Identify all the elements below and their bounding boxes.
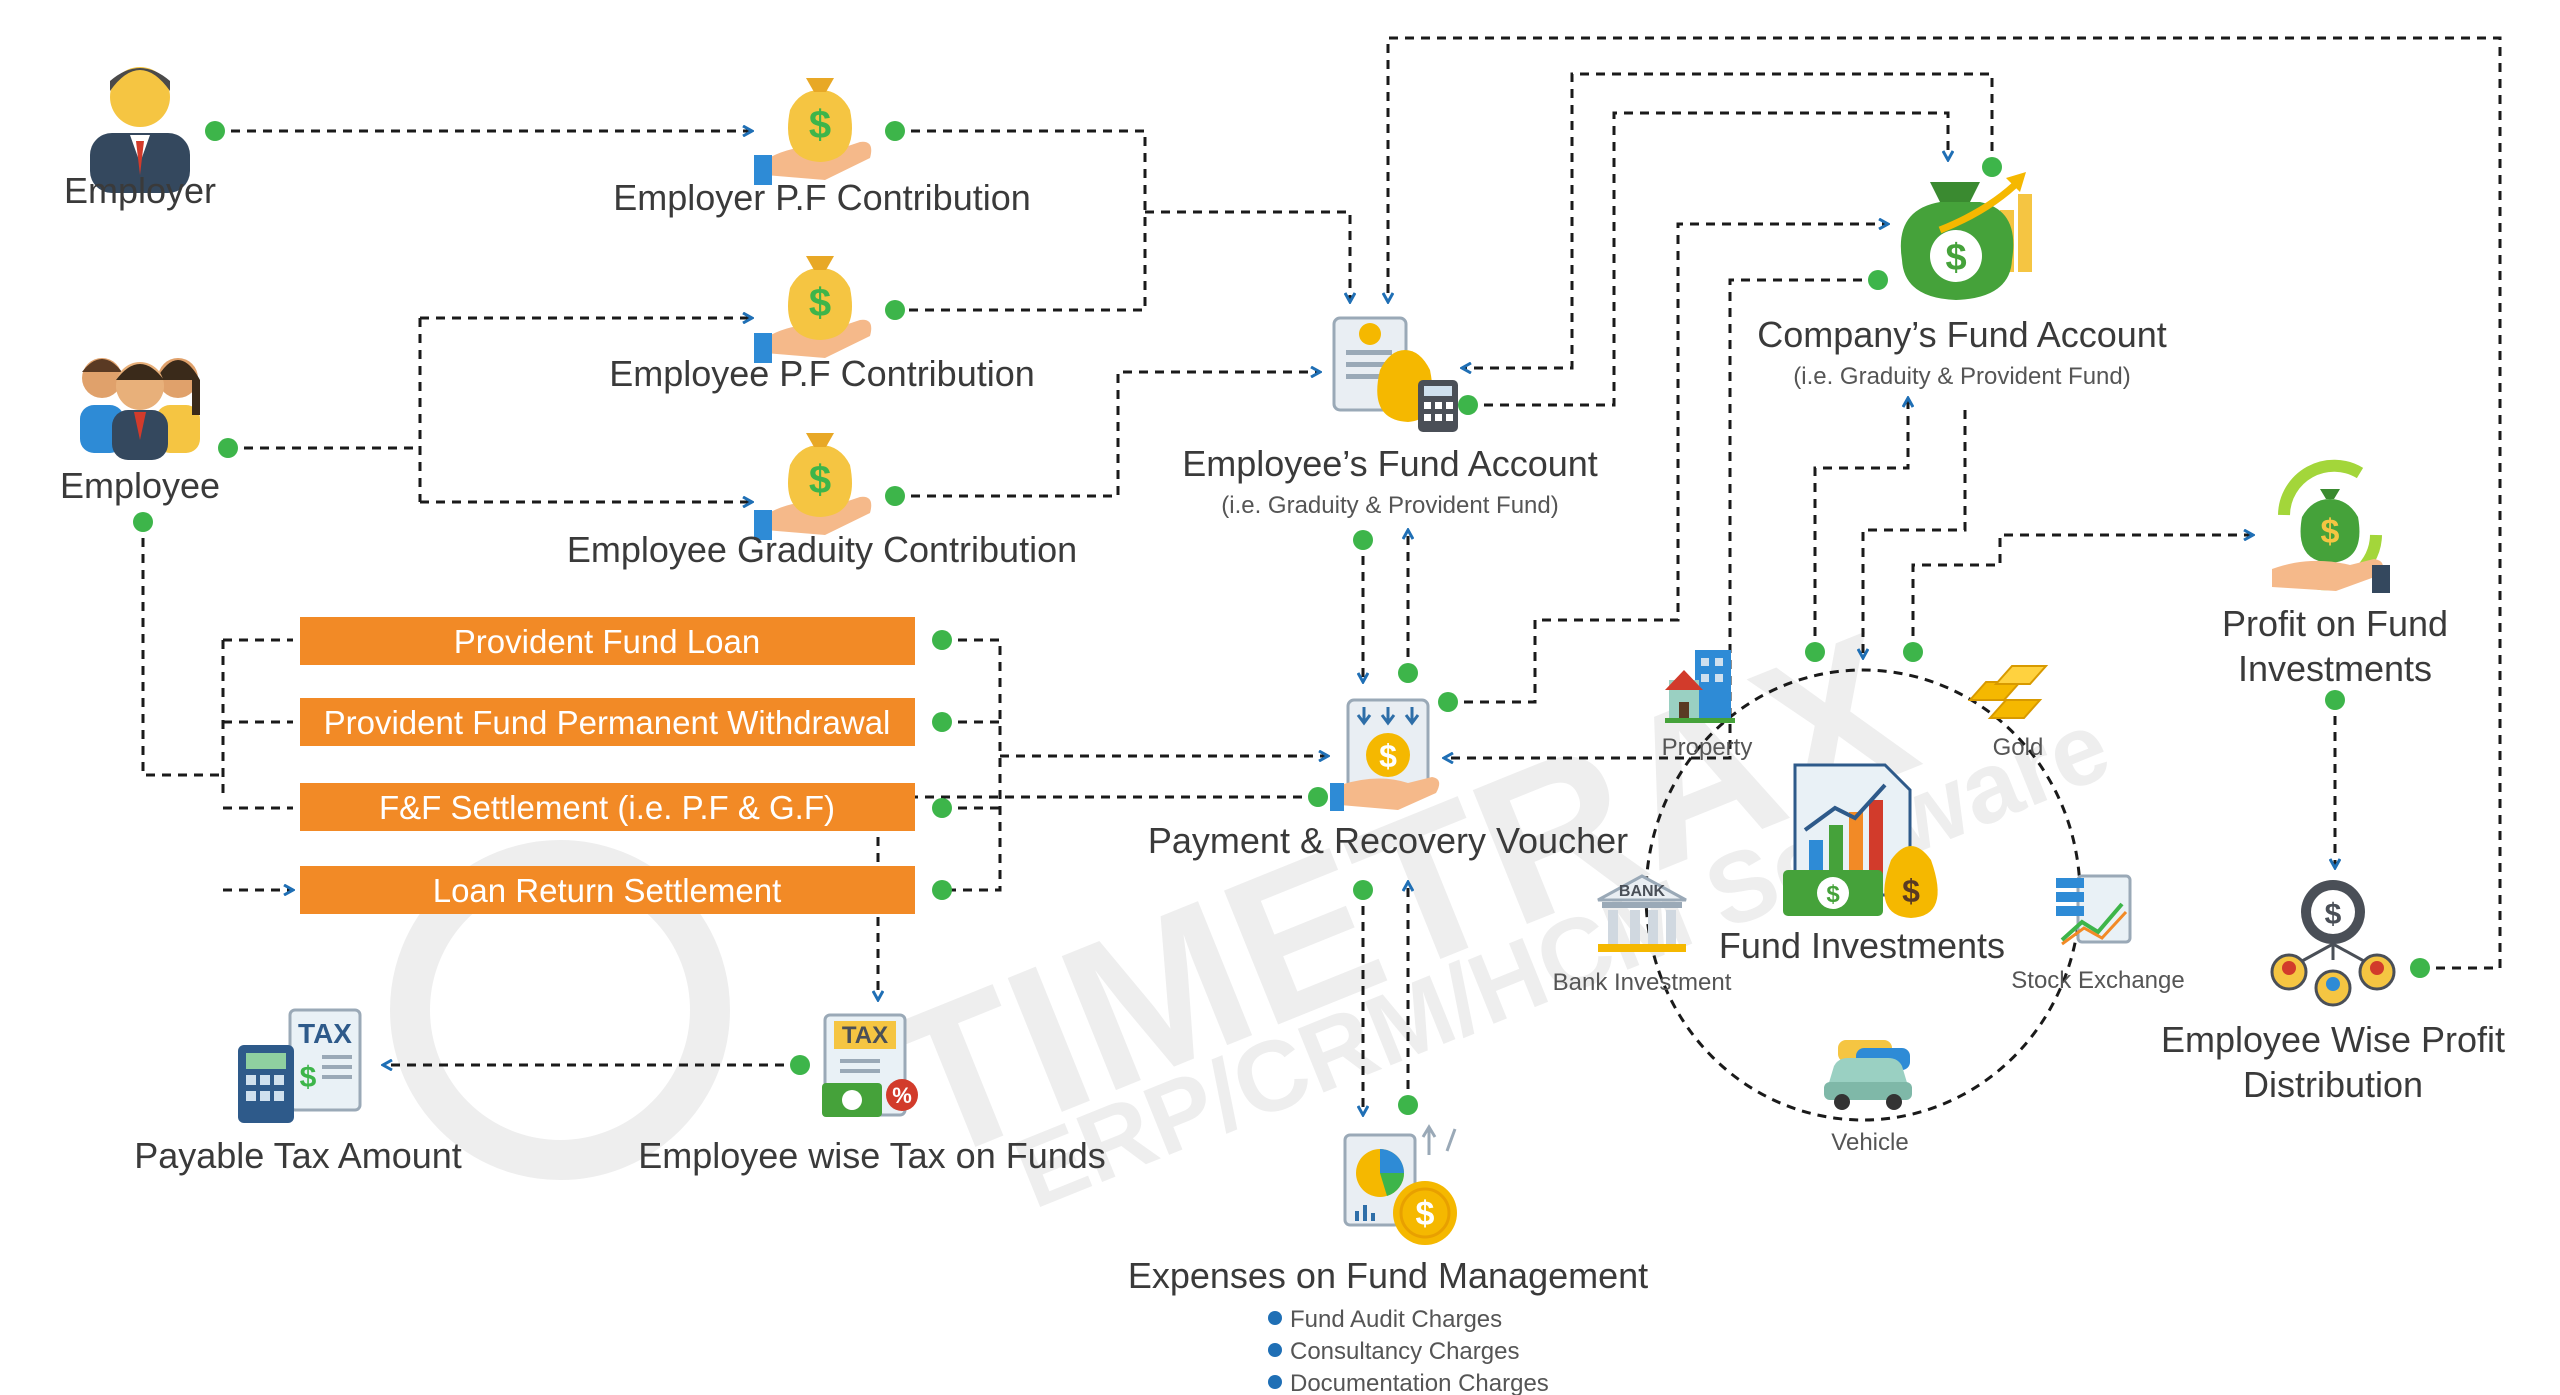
expenses-icon: $ xyxy=(1343,1124,1457,1245)
settlement-bar-4 xyxy=(300,866,915,914)
connector-investments-profit xyxy=(1911,535,2253,652)
distribution-icon: $ xyxy=(2270,880,2396,1007)
svg-text:BANK: BANK xyxy=(1619,883,1666,900)
employer-icon xyxy=(90,67,190,193)
fund-investments-label: Fund Investments xyxy=(1719,925,2005,966)
fund-account-icon xyxy=(1332,316,1458,432)
connector-company-voucher xyxy=(1444,278,1878,758)
stock-exchange-icon xyxy=(2056,874,2132,946)
voucher-icon: $ xyxy=(1330,698,1440,811)
expenses-title: Expenses on Fund Management xyxy=(1128,1255,1648,1296)
gold-icon xyxy=(1967,665,2049,719)
employee-label: Employee xyxy=(60,465,220,506)
vehicle-icon xyxy=(1824,1040,1912,1110)
expense-item: Fund Audit Charges xyxy=(1290,1306,1502,1333)
connector-gratuity-fund xyxy=(895,372,1320,498)
employer-label: Employer xyxy=(64,170,216,211)
connector-settlement-right xyxy=(942,638,1328,892)
svg-text:$: $ xyxy=(2321,513,2340,551)
gold-label: Gold xyxy=(1993,734,2044,761)
vehicle-label: Vehicle xyxy=(1831,1129,1908,1156)
expense-item: Consultancy Charges xyxy=(1290,1338,1519,1365)
settlement-bar-2 xyxy=(300,698,915,746)
bank-label: Bank Investment xyxy=(1553,969,1732,996)
profit-label-line1: Profit on Fund xyxy=(2222,603,2448,644)
employee-pf-label: Employee P.F Contribution xyxy=(609,353,1035,394)
employee-fund-subtitle: (i.e. Graduity & Provident Fund) xyxy=(1221,492,1558,519)
expenses-list: Fund Audit Charges Consultancy Charges D… xyxy=(1268,1306,1549,1395)
connector-distribution-loop xyxy=(1388,36,2502,970)
settlement-label-4: Loan Return Settlement xyxy=(433,872,782,909)
connector-employee-split xyxy=(228,318,422,502)
svg-text:TAX: TAX xyxy=(298,1018,352,1049)
svg-text:$: $ xyxy=(1416,1195,1435,1233)
money-hand-icon-employer: $ xyxy=(754,78,872,185)
employee-tax-label: Employee wise Tax on Funds xyxy=(638,1135,1106,1176)
svg-text:TAX: TAX xyxy=(842,1022,888,1049)
svg-text:$: $ xyxy=(809,458,831,502)
connector-company-employee xyxy=(1462,72,1994,368)
settlement-label-2: Provident Fund Permanent Withdrawal xyxy=(324,704,891,741)
expense-item: Documentation Charges xyxy=(1290,1370,1549,1395)
connector-employee-settlements xyxy=(141,522,223,777)
svg-text:$: $ xyxy=(1945,237,1966,279)
money-hand-icon-employee-pf: $ xyxy=(754,256,872,363)
employee-fund-title: Employee’s Fund Account xyxy=(1182,443,1598,484)
connector-investments-company xyxy=(1813,398,1908,652)
payable-tax-icon: TAX $ xyxy=(238,1008,362,1123)
settlement-bar-3 xyxy=(300,783,915,831)
settlement-label-1: Provident Fund Loan xyxy=(454,623,760,660)
company-fund-subtitle: (i.e. Graduity & Provident Fund) xyxy=(1793,363,2130,390)
employer-pf-label: Employer P.F Contribution xyxy=(613,177,1031,218)
connector-employee-company xyxy=(1468,111,1948,407)
svg-text:$: $ xyxy=(809,103,831,147)
bank-icon: BANK xyxy=(1597,874,1687,952)
connector-voucher-company xyxy=(1448,224,1888,704)
fund-investments-icon: $ $ xyxy=(1783,763,1938,918)
company-fund-title: Company’s Fund Account xyxy=(1757,314,2167,355)
distribution-label-line1: Employee Wise Profit xyxy=(2161,1019,2505,1060)
svg-text:$: $ xyxy=(2325,898,2342,931)
money-hand-icon-gratuity: $ xyxy=(754,433,872,540)
employee-group-icon xyxy=(80,358,200,460)
connector-company-investments xyxy=(1863,410,1967,658)
settlement-bars: Provident Fund Loan Provident Fund Perma… xyxy=(300,617,915,914)
employee-tax-icon: TAX % xyxy=(822,1013,918,1117)
profit-label-line2: Investments xyxy=(2238,648,2432,689)
svg-text:%: % xyxy=(892,1083,912,1108)
connector-pf-merge xyxy=(895,129,1350,310)
voucher-label: Payment & Recovery Voucher xyxy=(1148,820,1628,861)
connector-dots xyxy=(133,121,2430,1115)
svg-text:$: $ xyxy=(1379,738,1397,774)
distribution-label-line2: Distribution xyxy=(2243,1064,2423,1105)
svg-text:$: $ xyxy=(1826,881,1840,908)
watermark-logo xyxy=(390,840,730,1180)
employee-gratuity-label: Employee Graduity Contribution xyxy=(567,529,1077,570)
profit-icon: $ xyxy=(2272,459,2390,593)
settlement-bar-1 xyxy=(300,617,915,665)
settlement-label-3: F&F Settlement (i.e. P.F & G.F) xyxy=(379,789,835,826)
svg-text:$: $ xyxy=(300,1061,317,1094)
svg-text:$: $ xyxy=(809,281,831,325)
svg-text:$: $ xyxy=(1902,873,1920,909)
connector-settlement-arrows xyxy=(223,638,293,890)
property-icon xyxy=(1665,650,1735,723)
stock-exchange-label: Stock Exchange xyxy=(2011,967,2184,994)
company-fund-icon: $ xyxy=(1900,172,2032,300)
payable-tax-label: Payable Tax Amount xyxy=(134,1135,462,1176)
property-label: Property xyxy=(1662,734,1753,761)
